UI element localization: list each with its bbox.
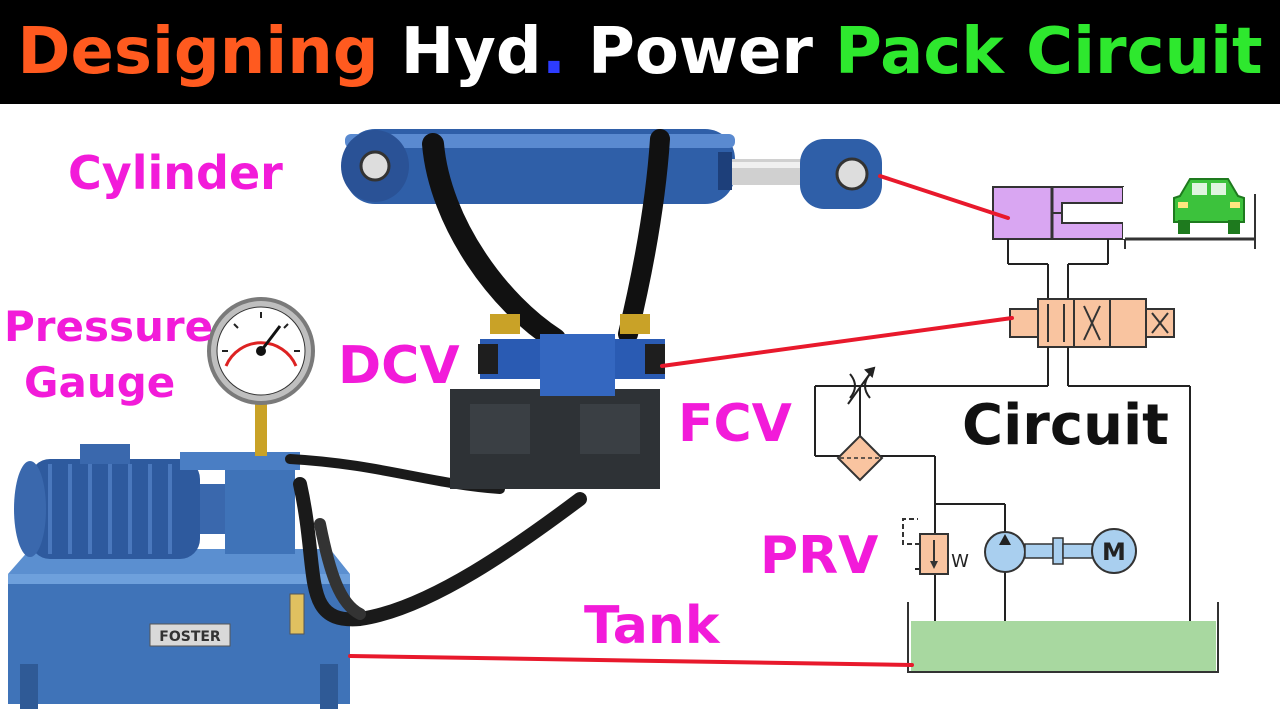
title-word-hyd: Hyd: [400, 15, 542, 89]
filter-icon: [836, 434, 884, 482]
tank-symbol: [907, 602, 1219, 673]
label-tank: Tank: [584, 596, 720, 656]
title-bar: [0, 0, 1280, 104]
title-word-pack-circuit: Pack Circuit: [834, 15, 1263, 89]
motor-icon: M: [1091, 528, 1137, 574]
label-circuit: Circuit: [962, 393, 1169, 458]
pressure-gauge-icon: [207, 297, 315, 439]
car-icon: [1173, 178, 1245, 234]
pointer-lines: [348, 174, 1014, 667]
label-cylinder: Cylinder: [68, 146, 283, 200]
title-word-power: Power: [588, 15, 813, 89]
pump-manifold: [180, 434, 300, 554]
brand-plate: FOSTER: [159, 629, 221, 645]
prv-spring-label: W: [951, 551, 969, 572]
label-dcv: DCV: [338, 336, 460, 396]
title-dot: .: [541, 15, 567, 89]
directional-control-valve: [450, 314, 665, 489]
label-fcv: FCV: [678, 394, 792, 454]
hydraulic-cylinder: [341, 129, 882, 209]
fcv-symbol: [847, 366, 876, 405]
motor-label: M: [1102, 538, 1126, 566]
label-pressure: Pressure: [4, 302, 214, 351]
power-pack-diagram: FOSTER: [8, 129, 1256, 709]
electric-motor: [14, 444, 230, 559]
prv-symbol: W: [902, 518, 969, 575]
label-gauge: Gauge: [24, 358, 176, 407]
label-prv: PRV: [760, 526, 879, 586]
pump-icon: [984, 531, 1094, 573]
hydraulic-tank-unit: FOSTER: [8, 549, 350, 709]
title-word-designing: Designing: [17, 15, 379, 89]
page-title: Designing Hyd. Power Pack Circuit: [0, 0, 1280, 104]
dcv-symbol: [1009, 298, 1175, 348]
